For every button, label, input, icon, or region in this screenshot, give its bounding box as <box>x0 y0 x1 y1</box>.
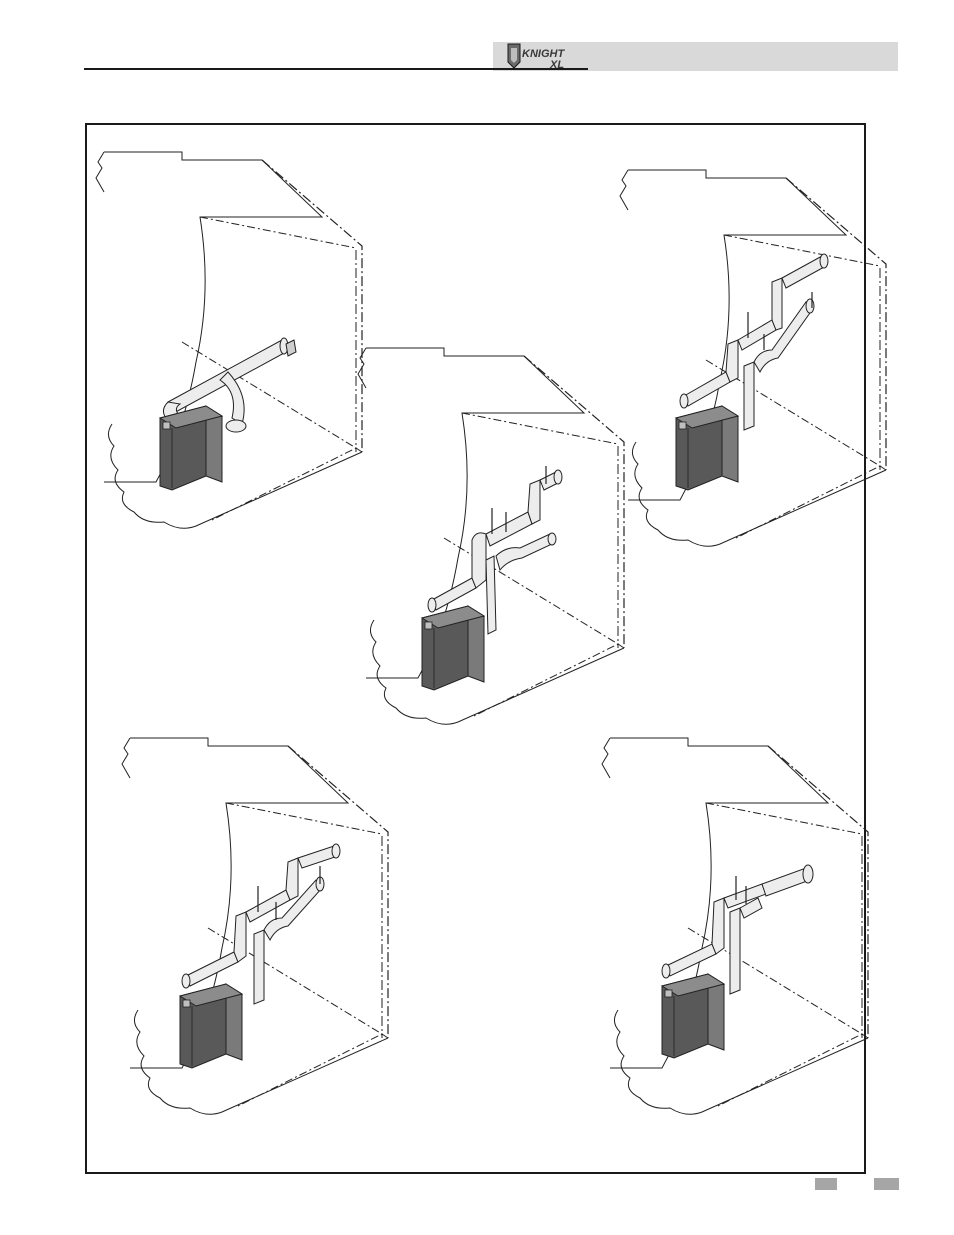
boiler-unit <box>180 984 242 1068</box>
panel-top-right <box>620 170 886 546</box>
boiler-unit <box>676 406 738 490</box>
vent-pipe-bottom-right <box>662 865 813 994</box>
boiler-unit <box>422 606 484 690</box>
panel-bottom-left <box>122 738 388 1114</box>
footer-tab-left <box>815 1178 837 1190</box>
vent-pipe-rise <box>680 254 828 430</box>
boiler-unit <box>160 406 222 490</box>
footer-tab-right <box>874 1178 899 1190</box>
boiler-unit <box>662 974 724 1058</box>
panel-top-left <box>96 152 362 528</box>
vent-pipe-offset <box>428 470 562 634</box>
vent-pipe-bottom-left <box>182 844 340 1004</box>
